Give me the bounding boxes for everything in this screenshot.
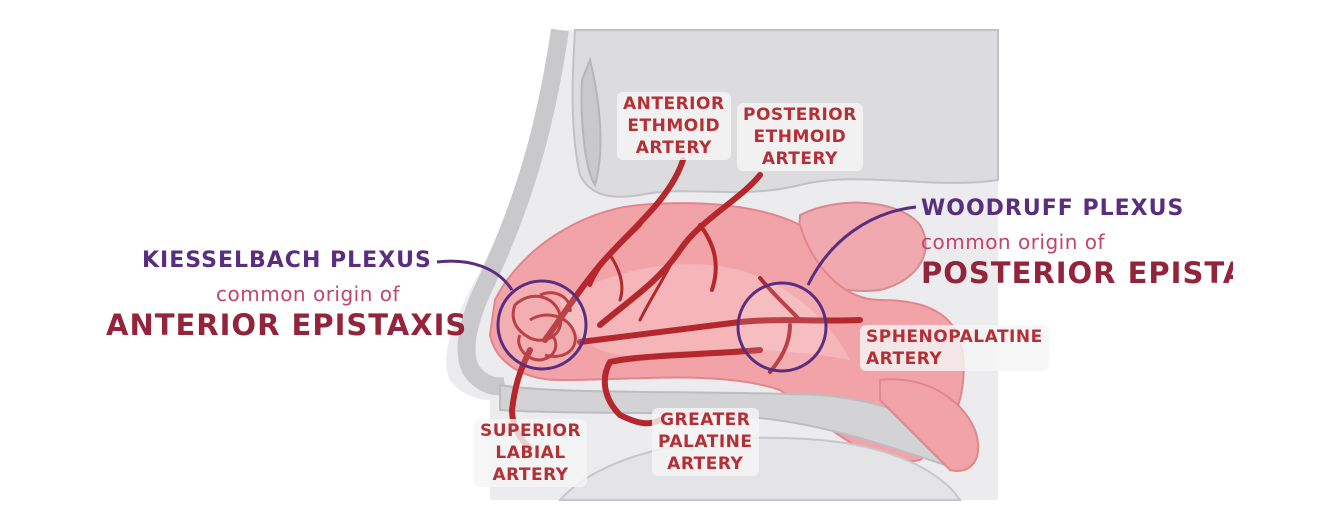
label-sphenopalatine-artery: SPHENOPALATINE ARTERY [860,325,1049,371]
posterior-ethmoid-artery-path [597,172,763,328]
woodruff-leader [806,205,917,286]
label-anterior-ethmoid-artery: ANTERIOR ETHMOID ARTERY [617,92,731,160]
kiesselbach-tangle [511,291,577,362]
tangle-loop-2 [529,313,577,358]
label-line: ETHMOID [627,116,721,136]
label-line: ARTERY [866,349,943,369]
anterior-ethmoid-branch-1 [588,223,642,287]
tangle-loop-4 [539,291,572,313]
sphenopalatine-artery-path [577,317,863,345]
arteries [508,157,863,451]
kiesselbach-emphasis: ANTERIOR EPISTAXIS [106,308,468,342]
tangle-loop-3 [517,334,558,362]
label-line: ARTERY [667,454,744,474]
nasal-skin [457,28,569,396]
kiesselbach-subtitle: common origin of [216,282,401,306]
label-line: ANTERIOR [623,94,725,114]
face-profile [440,30,555,500]
label-line: SUPERIOR [480,421,582,441]
kiesselbach-ring [496,279,588,371]
woodruff-subtitle: common origin of [921,230,1106,254]
posterior-ethmoid-branch-1 [698,223,718,292]
frontal-sinus [580,56,602,188]
label-line: GREATER [660,410,751,430]
label-superior-labial-artery: SUPERIOR LABIAL ARTERY [474,419,588,487]
label-line: ARTERY [492,465,569,485]
woodruff-emphasis: POSTERIOR EPISTAXIS [921,256,1233,290]
kiesselbach-title: KIESSELBACH PLEXUS [142,248,432,273]
label-line: POSTERIOR [743,105,857,125]
label-line: PALATINE [658,432,753,452]
label-line: ARTERY [761,149,838,169]
label-posterior-ethmoid-artery: POSTERIOR ETHMOID ARTERY [737,103,863,171]
sphenopalatine-branch-1 [758,276,802,322]
label-line: SPHENOPALATINE [866,327,1043,347]
tangle-loop-1 [511,294,563,342]
label-line: LABIAL [495,443,566,463]
anterior-ethmoid-branch-2 [608,253,624,302]
woodruff-emphasis-clip: POSTERIOR EPISTAXIS [921,256,1233,296]
posterior-ethmoid-branch-2 [638,260,674,322]
label-line: ETHMOID [753,127,847,147]
kiesselbach-leader [436,259,514,291]
woodruff-ring [736,281,828,373]
greater-palatine-artery-path [601,347,763,427]
soft-palate [879,378,980,472]
label-greater-palatine-artery: GREATER PALATINE ARTERY [652,408,759,476]
label-line: ARTERY [635,138,712,158]
woodruff-title: WOODRUFF PLEXUS [921,196,1185,221]
